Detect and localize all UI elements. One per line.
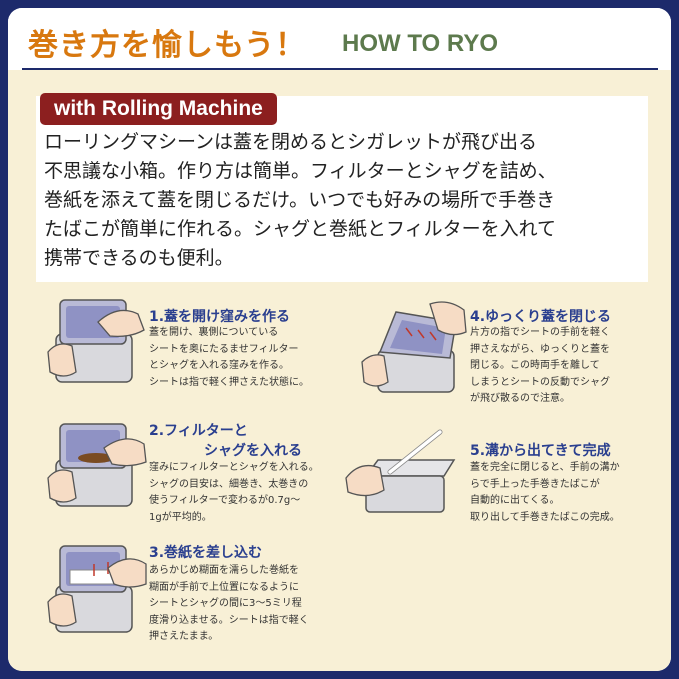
step2-line: シャグの目安は、細巻き、太巻きの xyxy=(149,478,309,490)
intro-line: たばこが簡単に作れる。シャグと巻紙とフィルターを入れて xyxy=(44,218,557,240)
step1-description: 蓋を開け、裏側についている シートを奥にたるませフィルター とシャグを入れる窪み… xyxy=(149,325,309,391)
step3-line: 度滑り込ませる。シートは指で軽く xyxy=(149,614,309,626)
step5-line: 蓋を完全に閉じると、手前の溝か xyxy=(470,462,620,473)
step3-title: 3.巻紙を差し込む xyxy=(149,545,263,561)
step4-line: 片方の指でシートの手前を軽く xyxy=(470,327,610,338)
step5-line: 自動的に出てくる。 xyxy=(470,495,560,506)
step4-title: 4.ゆっくり蓋を閉じる xyxy=(470,309,612,325)
step1-line: 蓋を開け、裏側についている xyxy=(149,327,279,338)
step3-line: 糊面が手前で上位置になるように xyxy=(149,581,299,593)
step1-title: 1.蓋を開け窪みを作る xyxy=(149,309,291,325)
intro-line: 不思議な小箱。作り方は簡単。フィルターとシャグを詰め、 xyxy=(44,160,557,182)
intro-line: 携帯できるのも便利。 xyxy=(44,247,234,269)
step5-description: 蓋を完全に閉じると、手前の溝か らで手上った手巻きたばこが 自動的に出てくる。 … xyxy=(470,460,620,526)
step4-line: 閉じる。この時両手を離して xyxy=(470,360,600,371)
page-frame: 巻き方を愉しもう！ HOW TO RYO with Rolling Machin… xyxy=(8,8,671,671)
step3-description: あらかじめ糊面を濡らした巻紙を 糊面が手前で上位置になるように シートとシャグの… xyxy=(149,563,309,646)
step3-line: あらかじめ糊面を濡らした巻紙を xyxy=(149,565,299,576)
step2-title-line1: 2.フィルターと xyxy=(149,423,248,439)
step4-line: 押さえながら、ゆっくりと蓋を xyxy=(470,343,610,355)
step5-title: 5.溝から出てきて完成 xyxy=(470,443,611,459)
intro-panel xyxy=(36,96,648,282)
step4-line: が飛び散るので注意。 xyxy=(470,393,570,404)
page-title: 巻き方を愉しもう！ xyxy=(28,28,307,63)
step5-line: 取り出して手巻きたばこの完成。 xyxy=(470,511,620,523)
rolling-machine-badge: with Rolling Machine xyxy=(40,93,277,125)
step1-line: とシャグを入れる窪みを作る。 xyxy=(149,360,289,371)
intro-line: 巻紙を添えて蓋を閉じるだけ。いつでも好みの場所で手巻き xyxy=(44,189,556,211)
step2-line: 窪みにフィルターとシャグを入れる。 xyxy=(149,462,319,473)
step1-illustration xyxy=(47,299,145,383)
step4-line: しまうとシートの反動でシャグ xyxy=(470,376,610,388)
step4-description: 片方の指でシートの手前を軽く 押さえながら、ゆっくりと蓋を 閉じる。この時両手を… xyxy=(470,325,610,408)
step5-illustration xyxy=(345,429,456,513)
step3-line: シートとシャグの間に3〜5ミリ程 xyxy=(149,598,302,609)
step2-illustration xyxy=(47,423,147,507)
intro-text: ローリングマシーンは蓋を閉めるとシガレットが飛び出る 不思議な小箱。作り方は簡単… xyxy=(44,128,644,273)
header-divider xyxy=(22,68,658,70)
header: 巻き方を愉しもう！ HOW TO RYO xyxy=(8,8,671,70)
step2-description: 窪みにフィルターとシャグを入れる。 シャグの目安は、細巻き、太巻きの 使うフィル… xyxy=(149,460,319,526)
step1-line: シートを奥にたるませフィルター xyxy=(149,343,299,355)
step1-line: シートは指で軽く押さえた状態に。 xyxy=(149,376,309,388)
intro-line: ローリングマシーンは蓋を閉めるとシガレットが飛び出る xyxy=(44,131,538,153)
step3-illustration xyxy=(47,545,147,633)
step2-line: 1gが平均的。 xyxy=(149,511,212,523)
step3-line: 押さえたまま。 xyxy=(149,631,219,642)
step4-illustration xyxy=(361,301,467,393)
step2-title-line2: シャグを入れる xyxy=(204,443,302,459)
step2-line: 使うフィルターで変わるが0.7g〜 xyxy=(149,495,301,506)
step5-line: らで手上った手巻きたばこが xyxy=(470,478,600,490)
page-subtitle: HOW TO RYO xyxy=(342,30,498,57)
